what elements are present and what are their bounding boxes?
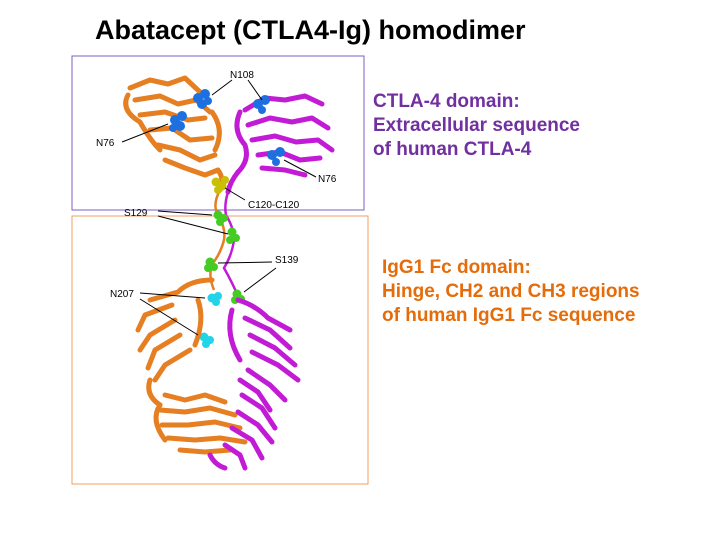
label-c120: C120-C120: [248, 200, 300, 211]
n108-glycan-a: [193, 89, 212, 109]
fc-chain-a-ribbon: [135, 277, 248, 455]
igg1-caption-line: Hinge, CH2 and CH3 regions: [382, 281, 640, 302]
igg1-fc-domain-caption: IgG1 Fc domain: Hinge, CH2 and CH3 regio…: [382, 256, 640, 328]
igg1-caption-line: of human IgG1 Fc sequence: [382, 305, 636, 326]
ctla4-caption-line: of human CTLA-4: [373, 139, 532, 160]
label-n207: N207: [110, 289, 134, 300]
label-s129: S129: [124, 208, 148, 219]
label-n108: N108: [230, 70, 254, 81]
igg1-caption-line: IgG1 Fc domain:: [382, 257, 531, 278]
s129-site-b: [226, 227, 240, 244]
n207-glycan-b: [199, 332, 214, 348]
n76-glycan-b: [267, 147, 285, 166]
n207-glycan-a: [207, 292, 222, 306]
ctla4-caption-line: Extracellular sequence: [373, 115, 580, 136]
label-s139: S139: [275, 255, 299, 266]
label-pointers: [121, 79, 317, 336]
s129-site-a: [213, 210, 228, 226]
slide-title: Abatacept (CTLA4-Ig) homodimer: [95, 15, 526, 45]
c120-disulfide-site: [211, 176, 229, 194]
ctla4-domain-caption: CTLA-4 domain: Extracellular sequence of…: [373, 90, 580, 162]
s139-site-a: [204, 257, 218, 272]
label-n76-left: N76: [96, 138, 115, 149]
ctla4-chain-b-ribbon: [225, 93, 335, 195]
n76-glycan-a: [169, 111, 187, 132]
fc-chain-b-ribbon: [207, 297, 301, 471]
hinge-linkers: [209, 189, 240, 297]
n108-glycan-b: [253, 95, 270, 114]
label-n76-right: N76: [318, 174, 337, 185]
ctla4-chain-a-ribbon: [123, 75, 225, 193]
ctla4-caption-line: CTLA-4 domain:: [373, 91, 520, 112]
ctla-domain-box: [71, 55, 365, 211]
fc-domain-box: [71, 215, 369, 485]
